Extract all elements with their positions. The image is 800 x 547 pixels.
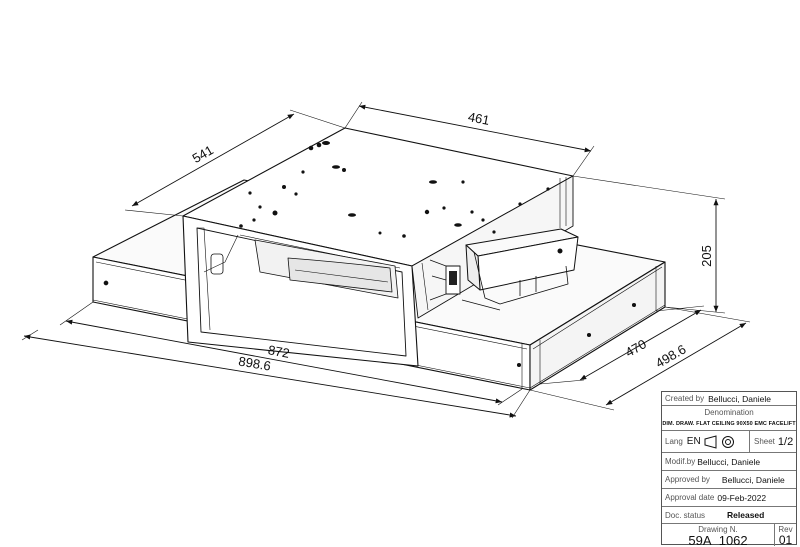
electronics-box — [429, 228, 579, 311]
created-by-row: Created by Bellucci, Daniele — [662, 392, 796, 406]
modif-by-value: Bellucci, Daniele — [697, 456, 761, 467]
drawing-no-value: 59A_1062 — [688, 533, 748, 546]
dim-top-depth: 541 — [190, 142, 216, 166]
lang-label: Lang — [665, 437, 683, 446]
dim-outer-depth: 498.6 — [653, 341, 689, 370]
approved-by-row: Approved by Bellucci, Daniele — [662, 471, 796, 489]
drawing-no-label: Drawing N. — [698, 525, 738, 534]
doc-status-label: Doc. status — [665, 510, 706, 520]
denomination-value-row: DIM. DRAW. FLAT CEILING 90X50 EMC FACELI… — [662, 418, 796, 431]
approved-by-label: Approved by — [665, 475, 710, 484]
denomination-label: Denomination — [704, 407, 754, 417]
approval-date-value: 09-Feb-2022 — [717, 492, 767, 503]
drawing-number-row: Drawing N. 59A_1062 Rev 01 — [662, 524, 796, 546]
lang-value: EN — [686, 436, 701, 447]
projection-symbol-icon — [704, 434, 734, 449]
rev-value: 01 — [778, 533, 793, 546]
approval-date-row: Approval date 09-Feb-2022 — [662, 489, 796, 507]
created-by-label: Created by — [665, 394, 705, 403]
denomination-label-row: Denomination — [662, 406, 796, 418]
dimension-lines — [21, 101, 751, 419]
modif-by-row: Modif.by Bellucci, Daniele — [662, 453, 796, 471]
sheet-label: Sheet — [754, 437, 775, 446]
title-block: Created by Bellucci, Daniele Denominatio… — [661, 391, 797, 546]
created-by-value: Bellucci, Daniele — [708, 393, 771, 404]
approved-by-value: Bellucci, Daniele — [721, 474, 785, 485]
sheet-value: 1/2 — [777, 435, 794, 448]
dim-top-width: 461 — [467, 109, 491, 128]
dim-outer-width: 898.6 — [237, 354, 272, 374]
doc-status-value: Released — [727, 510, 765, 520]
approval-date-label: Approval date — [665, 493, 715, 502]
denomination-value: DIM. DRAW. FLAT CEILING 90X50 EMC FACELI… — [662, 421, 796, 427]
lang-sheet-row: Lang EN Sheet 1/2 — [662, 431, 796, 453]
dim-height: 205 — [699, 245, 714, 267]
rev-label: Rev — [778, 525, 793, 534]
dim-inner-width: 872 — [267, 342, 291, 361]
doc-status-row: Doc. status Released — [662, 507, 796, 524]
dim-inner-depth: 470 — [623, 336, 649, 360]
modif-by-label: Modif.by — [665, 457, 696, 466]
